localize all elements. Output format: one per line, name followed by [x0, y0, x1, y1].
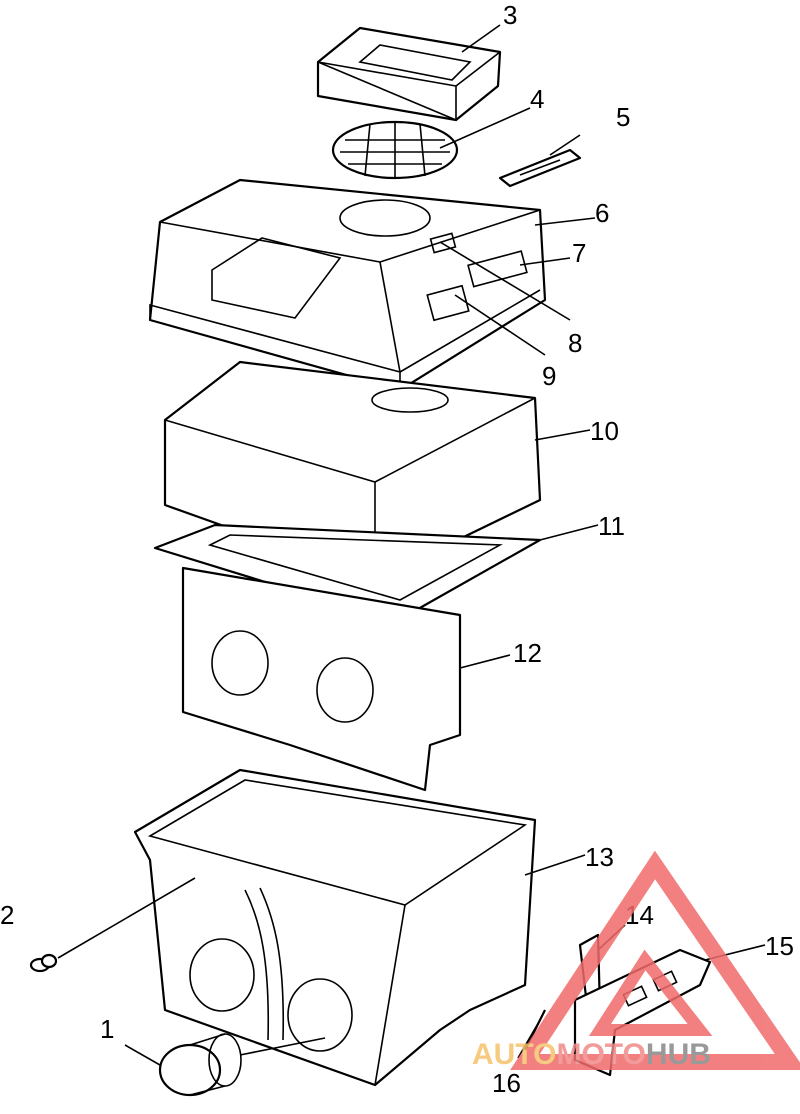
- part-3-foam-block: [316, 26, 502, 122]
- callout-7: 7: [572, 238, 586, 268]
- callout-16: 16: [492, 1068, 521, 1098]
- callout-13: 13: [585, 842, 614, 872]
- part-6-airbox-cover: [148, 178, 547, 392]
- watermark-triangle-logo: [510, 850, 800, 1070]
- part-12-baffle-plate: [181, 566, 462, 792]
- callout-1: 1: [100, 1014, 114, 1044]
- callout-12: 12: [513, 638, 542, 668]
- watermark-text: AUTOMOTOHUB: [472, 1038, 711, 1071]
- callout-2: 2: [0, 900, 14, 930]
- callout-4: 4: [530, 84, 544, 114]
- watermark-text-moto: MOTO: [556, 1038, 645, 1071]
- part-13-airbox-base: [133, 768, 537, 1087]
- part-2-grommet: [29, 953, 58, 973]
- callout-6: 6: [595, 198, 609, 228]
- part-10-foam-filter: [163, 360, 542, 582]
- callout-labels: 3 4 5 6 7 8 9 10 11 12 13 14 15 16 1 2: [0, 0, 794, 1098]
- part-5-clip: [498, 148, 582, 188]
- callout-10: 10: [590, 416, 619, 446]
- callout-8: 8: [568, 328, 582, 358]
- callout-9: 9: [542, 361, 556, 391]
- callout-5: 5: [616, 102, 630, 132]
- callout-11: 11: [598, 511, 625, 541]
- part-1-intake-boot: [158, 1033, 242, 1097]
- watermark-automotohub: AUTOMOTOHUB: [472, 850, 800, 1071]
- watermark-text-auto: AUTO: [472, 1038, 556, 1071]
- watermark-text-hub: HUB: [646, 1038, 711, 1071]
- callout-15: 15: [765, 931, 794, 961]
- callout-3: 3: [503, 0, 517, 30]
- part-4-grille: [331, 120, 459, 180]
- watermark-triangle-inner: [589, 949, 713, 1036]
